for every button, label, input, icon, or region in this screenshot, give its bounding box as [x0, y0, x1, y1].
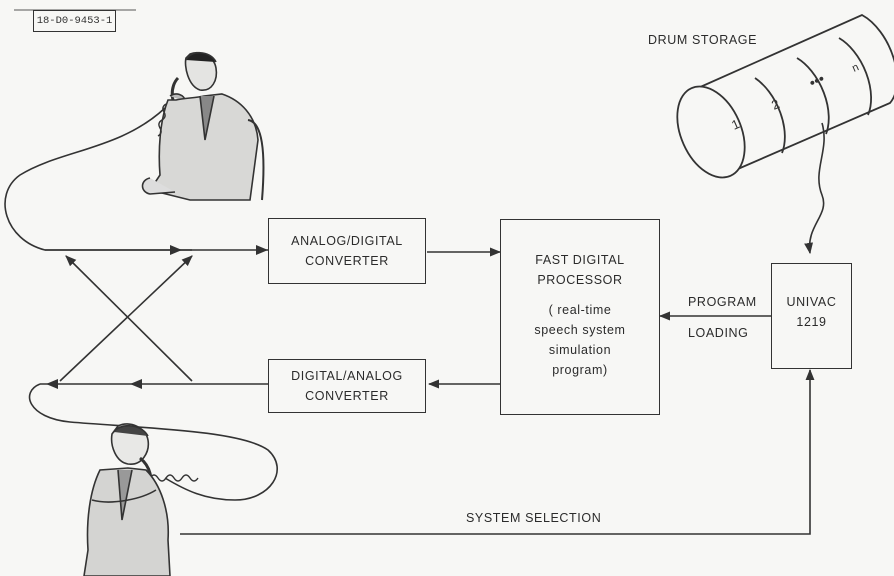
drum-to-univac-arrow	[804, 122, 825, 255]
digital-analog-converter-box: DIGITAL/ANALOG CONVERTER	[268, 359, 426, 413]
processor-line4: speech system	[534, 323, 626, 337]
drum-divider-1	[754, 77, 786, 154]
upper-cord-coil	[157, 103, 167, 137]
drum-storage-cylinder	[676, 13, 894, 179]
drum-segment-2: 2	[769, 96, 782, 113]
processor-line6: program)	[552, 363, 608, 377]
univac-line1: UNIVAC	[786, 295, 837, 309]
adc-label-line2: CONVERTER	[305, 254, 389, 268]
fast-digital-processor-box: FAST DIGITAL PROCESSOR ( real-time speec…	[500, 219, 660, 415]
upper-line-arrowhead	[170, 245, 182, 255]
drum-divider-3	[838, 37, 872, 116]
program-loading-label-1: PROGRAM	[688, 295, 757, 309]
lower-person-illustration	[83, 423, 171, 576]
drum-segment-n: n	[850, 61, 860, 74]
lower-phone-cord	[28, 383, 278, 501]
program-loading-label-2: LOADING	[688, 326, 749, 340]
system-selection-label: SYSTEM SELECTION	[466, 511, 602, 525]
analog-digital-converter-box: ANALOG/DIGITAL CONVERTER	[268, 218, 426, 284]
lower-cord-coil	[149, 474, 199, 482]
adc-input-arrowhead	[256, 245, 268, 255]
upper-phone-cord	[4, 107, 192, 251]
lower-left-arrowhead	[46, 379, 58, 389]
univac-line2: 1219	[796, 315, 827, 329]
processor-line1: FAST DIGITAL	[535, 253, 625, 267]
drum-storage-title: DRUM STORAGE	[648, 33, 758, 47]
upper-person-illustration	[141, 51, 265, 201]
processor-line5: simulation	[548, 343, 612, 357]
cross-line-a	[65, 255, 193, 382]
dac-label-line1: DIGITAL/ANALOG	[291, 369, 403, 383]
system-selection-arrow	[180, 368, 815, 535]
univac-1219-box: UNIVAC 1219	[771, 263, 852, 369]
figure-id-label: 18-D0-9453-1	[33, 10, 116, 32]
drum-segment-ellipsis: •••	[807, 70, 827, 91]
adc-label-line1: ANALOG/DIGITAL	[291, 234, 403, 248]
processor-line3: ( real-time	[548, 303, 612, 317]
lower-mid-arrowhead	[130, 379, 142, 389]
drum-divider-2	[796, 57, 830, 135]
processor-line2: PROCESSOR	[537, 273, 623, 287]
dac-label-line2: CONVERTER	[305, 389, 389, 403]
cross-line-b	[59, 255, 193, 382]
